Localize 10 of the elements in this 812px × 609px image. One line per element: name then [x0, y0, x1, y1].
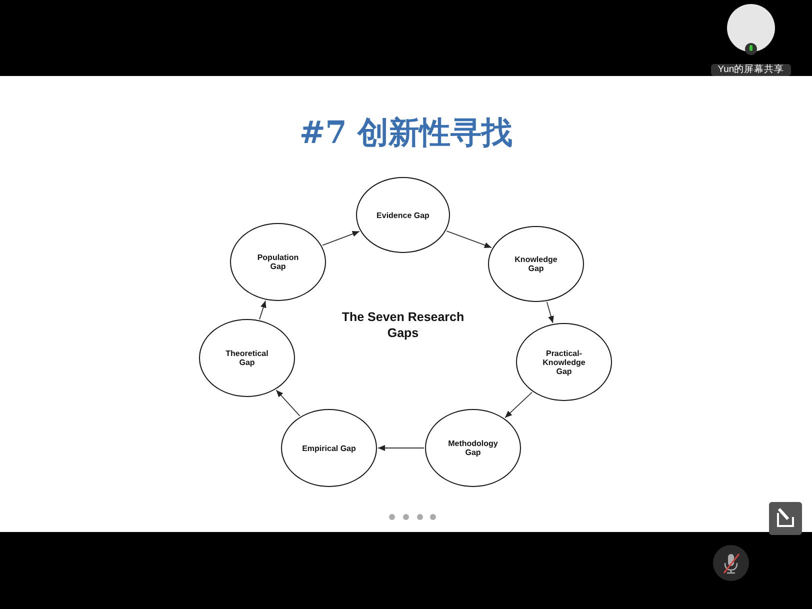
arrow — [546, 302, 554, 324]
center-heading: The Seven Research Gaps — [340, 309, 466, 341]
arrow — [446, 230, 492, 248]
participant-name: Yun的屏幕共享 — [711, 64, 791, 76]
arrow — [378, 445, 424, 451]
slide-title: #7 创新性寻找 — [298, 114, 514, 153]
arrow — [504, 392, 532, 418]
arrow — [322, 230, 360, 246]
arrow — [276, 390, 300, 416]
arrow — [259, 300, 266, 320]
